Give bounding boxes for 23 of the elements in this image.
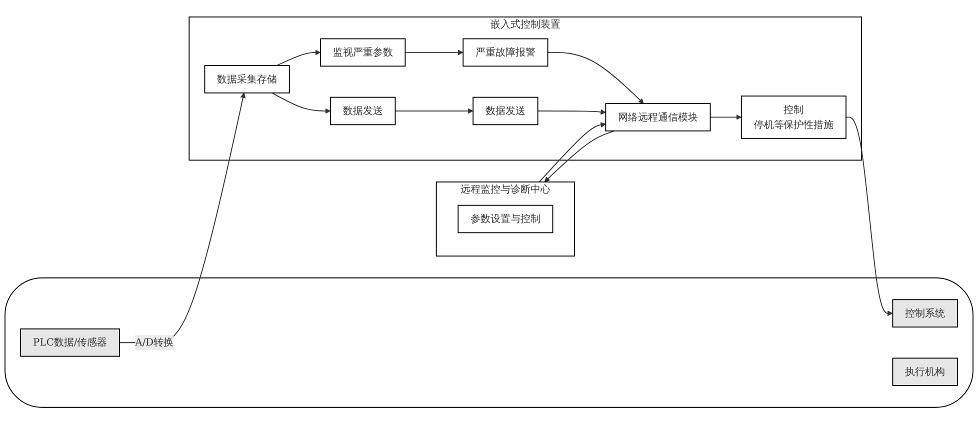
arrow [710, 114, 742, 120]
arrow [547, 52, 644, 104]
node-box: 控制 停机等保护性措施 [740, 96, 846, 140]
arrow [272, 92, 331, 114]
arrow [404, 50, 464, 56]
node-box: 网络远程通信模块 [605, 103, 711, 132]
node-box: 数据采集存储 [204, 65, 290, 94]
arrow [846, 117, 893, 316]
node-box: 控制系统 [892, 300, 958, 328]
node-box: 监视严重参数 [320, 38, 406, 67]
arrow [537, 110, 606, 116]
node-box: 严重故障报警 [462, 38, 548, 67]
arrow [276, 50, 321, 66]
edge-label: A/D转换 [135, 336, 174, 349]
node-box: 参数设置与控制 [458, 205, 554, 234]
node-box: 数据发送 [472, 97, 538, 126]
node-box: 数据发送 [330, 97, 396, 126]
arrow [544, 130, 616, 183]
arrow [538, 122, 606, 183]
cluster [4, 278, 974, 408]
node-box: 执行机构 [892, 358, 958, 386]
node-box: PLC数据/传感器 [20, 328, 120, 358]
arrow [394, 108, 474, 114]
